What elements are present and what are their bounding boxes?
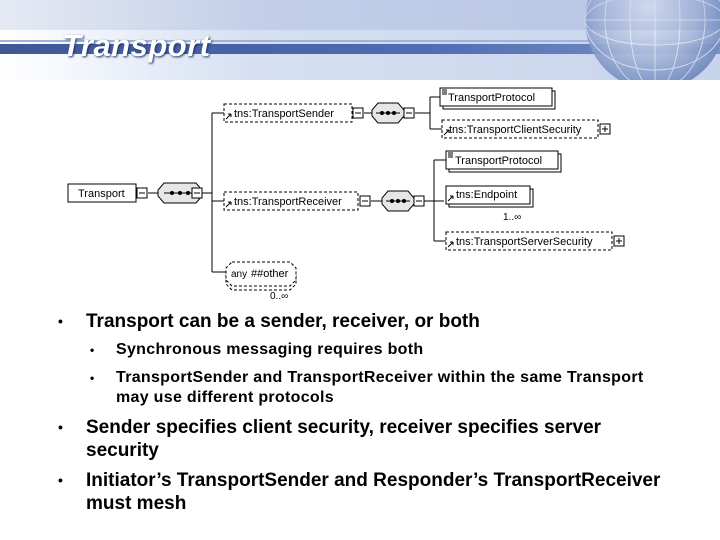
- collapse-icon[interactable]: [353, 108, 363, 118]
- bullet-text: Sender specifies client security, receiv…: [86, 416, 678, 462]
- receiver-protocol-label: TransportProtocol: [455, 155, 542, 167]
- collapse-icon[interactable]: [360, 196, 370, 206]
- bullet-icon: •: [58, 416, 63, 439]
- collapse-icon[interactable]: [137, 188, 147, 198]
- bullet-icon: •: [90, 340, 95, 360]
- collapse-icon[interactable]: [414, 196, 424, 206]
- any-occurrence: 0..∞: [270, 291, 288, 302]
- any-label: any: [231, 269, 247, 280]
- client-security-element[interactable]: tns:TransportClientSecurity: [442, 120, 598, 138]
- receiver-element[interactable]: tns:TransportReceiver: [224, 192, 358, 210]
- endpoint-label: tns:Endpoint: [456, 189, 517, 201]
- receiver-label: tns:TransportReceiver: [234, 196, 342, 208]
- bullet-text: Synchronous messaging requires both: [116, 340, 660, 360]
- bullet-icon: •: [90, 368, 95, 388]
- server-security-element[interactable]: tns:TransportServerSecurity: [446, 232, 612, 250]
- sequence-icon: [382, 191, 414, 211]
- sender-element[interactable]: tns:TransportSender: [224, 104, 352, 122]
- collapse-icon[interactable]: [404, 108, 414, 118]
- server-security-label: tns:TransportServerSecurity: [456, 236, 593, 248]
- sequence-icon: [372, 103, 404, 123]
- collapse-icon[interactable]: [192, 188, 202, 198]
- receiver-protocol-attribute[interactable]: TransportProtocol: [446, 151, 561, 172]
- bullet-icon: •: [58, 469, 63, 492]
- bullet-item: • Transport can be a sender, receiver, o…: [58, 310, 678, 333]
- bullet-icon: •: [58, 310, 63, 333]
- client-security-label: tns:TransportClientSecurity: [449, 124, 582, 136]
- bullet-text: TransportSender and TransportReceiver wi…: [116, 368, 660, 408]
- bullet-text: Transport can be a sender, receiver, or …: [86, 310, 678, 333]
- endpoint-occurrence: 1..∞: [503, 212, 521, 223]
- sub-bullet-item: • TransportSender and TransportReceiver …: [90, 368, 660, 408]
- any-namespace-label: ##other: [251, 268, 289, 280]
- slide-title: Transport: [62, 28, 211, 64]
- root-element-label: Transport: [78, 188, 125, 200]
- endpoint-element[interactable]: tns:Endpoint: [446, 186, 533, 207]
- sender-label: tns:TransportSender: [234, 108, 334, 120]
- schema-diagram: Transport tns:TransportSender: [0, 80, 720, 308]
- root-element-transport[interactable]: Transport: [68, 184, 136, 202]
- header-banner: Transport: [0, 0, 720, 80]
- bullet-item: • Initiator’s TransportSender and Respon…: [58, 469, 678, 515]
- sender-protocol-label: TransportProtocol: [448, 92, 535, 104]
- schema-diagram-canvas: Transport tns:TransportSender: [0, 80, 720, 308]
- expand-icon[interactable]: [600, 124, 610, 134]
- sub-bullet-item: • Synchronous messaging requires both: [90, 340, 660, 360]
- bullet-text: Initiator’s TransportSender and Responde…: [86, 469, 678, 515]
- sender-protocol-attribute[interactable]: TransportProtocol: [440, 88, 555, 109]
- bullet-item: • Sender specifies client security, rece…: [58, 416, 678, 462]
- any-wildcard-element[interactable]: any ##other: [226, 262, 296, 290]
- expand-icon[interactable]: [614, 236, 624, 246]
